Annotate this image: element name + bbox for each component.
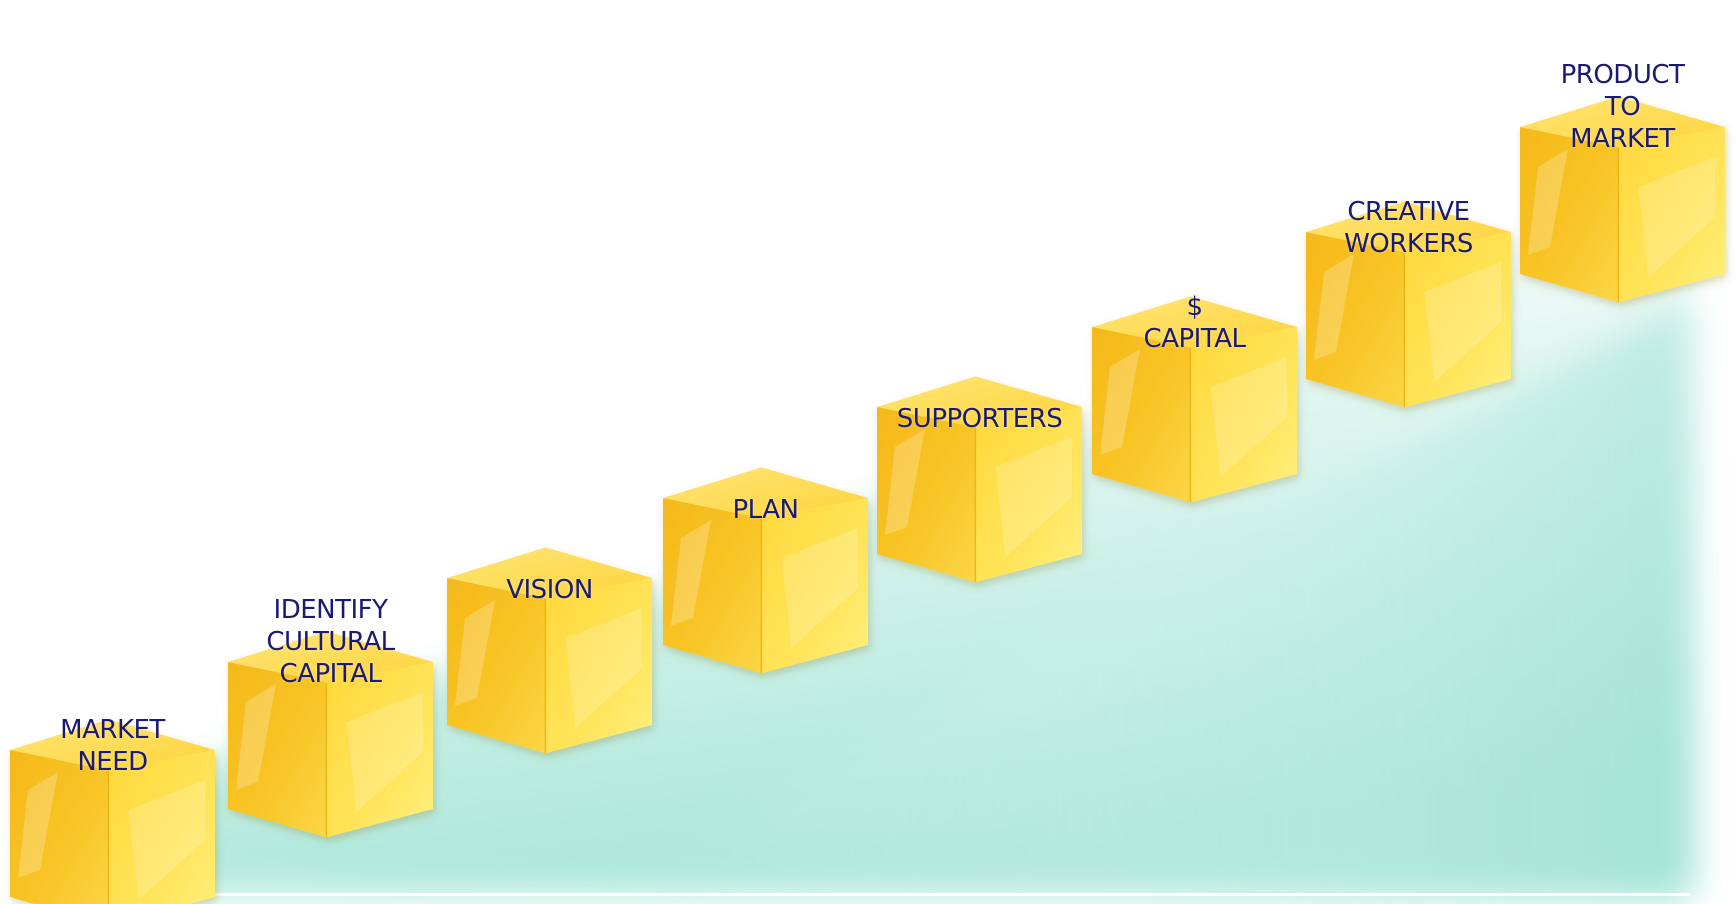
cube-step-6 (1092, 296, 1297, 503)
cube-top-face (877, 376, 1082, 428)
step-label-line: CREATIVE (1347, 197, 1470, 227)
cube-highlight (346, 692, 423, 812)
step-label-4: PLAN (732, 494, 800, 526)
step-label-line: WORKERS (1344, 229, 1473, 259)
cube-top-face (447, 547, 652, 599)
cube-top-face (1092, 296, 1297, 348)
cube-top-face (228, 631, 433, 683)
cube-step-3 (447, 547, 652, 754)
cube-highlight (1314, 254, 1354, 360)
cube-highlight (885, 429, 925, 535)
step-label-line: VISION (506, 575, 593, 605)
cube-step-4 (663, 467, 868, 674)
step-label-line: IDENTIFY (273, 595, 388, 625)
cube-step-1 (10, 719, 215, 904)
cube-step-8 (1520, 96, 1725, 303)
cube-highlight (1638, 157, 1715, 277)
step-label-line: CULTURAL (266, 627, 395, 657)
cube-highlight (1424, 262, 1501, 382)
cube-top-face (1306, 201, 1511, 253)
teal-shade (600, 300, 1690, 895)
cube-highlight (1528, 149, 1568, 255)
step-label-line: CAPITAL (1143, 324, 1246, 354)
cube-highlight (128, 780, 205, 900)
cube-highlight (236, 684, 276, 790)
step-label-line: SUPPORTERS (896, 404, 1063, 434)
step-label-line: $ (1186, 292, 1203, 322)
cube-steps (10, 96, 1725, 904)
cube-highlight (565, 608, 642, 728)
step-label-line: MARKET (1570, 124, 1675, 154)
cube-top-face (1520, 96, 1725, 148)
step-label-line: PLAN (732, 495, 800, 525)
step-label-3: VISION (506, 574, 593, 606)
cube-highlight (671, 520, 711, 626)
cube-step-5 (877, 376, 1082, 583)
step-label-5: SUPPORTERS (896, 403, 1063, 435)
cube-highlight (781, 528, 858, 648)
cube-top-face (663, 467, 868, 519)
cube-highlight (1100, 349, 1140, 455)
cube-highlight (18, 772, 58, 878)
step-label-line: TO (1604, 92, 1641, 122)
step-label-line: CAPITAL (279, 659, 382, 689)
step-label-line: MARKET (60, 715, 165, 745)
cube-step-2 (228, 631, 433, 838)
cube-highlight (995, 437, 1072, 557)
step-label-6: $CAPITAL (1144, 291, 1246, 355)
cube-highlight (455, 600, 495, 706)
cube-highlight (1210, 357, 1287, 477)
baseline-edge (160, 893, 1690, 896)
cube-top-face (10, 719, 215, 771)
cube-step-7 (1306, 201, 1511, 408)
step-label-line: NEED (77, 747, 148, 777)
step-label-line: PRODUCT (1560, 60, 1685, 90)
